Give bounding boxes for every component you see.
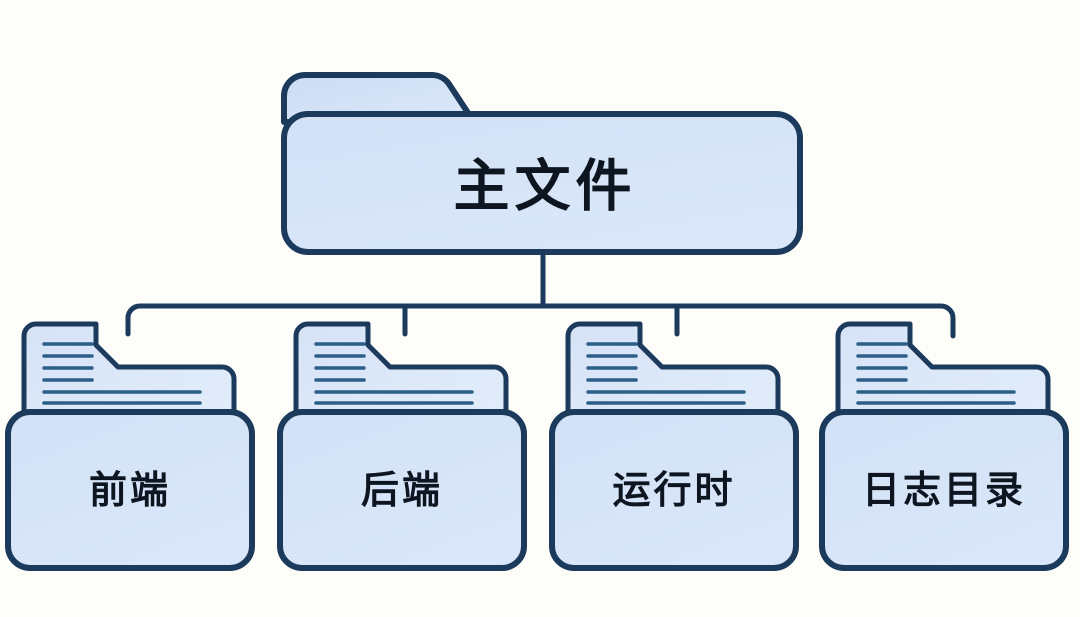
folder-with-document-icon — [8, 324, 252, 568]
child-folder-label-3: 运行时 — [612, 470, 735, 512]
child-folder-node-4[interactable]: 日志目录 — [822, 324, 1066, 568]
root-folder-body-icon — [281, 111, 803, 255]
child-folder-node-1[interactable]: 前端 — [8, 324, 252, 568]
folder-with-document-icon — [280, 324, 524, 568]
connector-lines — [125, 249, 956, 339]
child-folder-label-4: 日志目录 — [862, 470, 1026, 512]
child-folder-node-3[interactable]: 运行时 — [552, 324, 796, 568]
child-folder-label-2: 后端 — [361, 470, 443, 512]
root-folder-node[interactable]: 主文件 — [281, 72, 803, 255]
folder-with-document-icon — [822, 324, 1066, 568]
folder-with-document-icon — [552, 324, 796, 568]
child-folder-label-1: 前端 — [89, 470, 171, 512]
root-folder-tab-icon — [281, 72, 477, 125]
connector-bus — [125, 303, 956, 339]
child-folder-node-2[interactable]: 后端 — [280, 324, 524, 568]
root-folder-label: 主文件 — [454, 155, 637, 218]
